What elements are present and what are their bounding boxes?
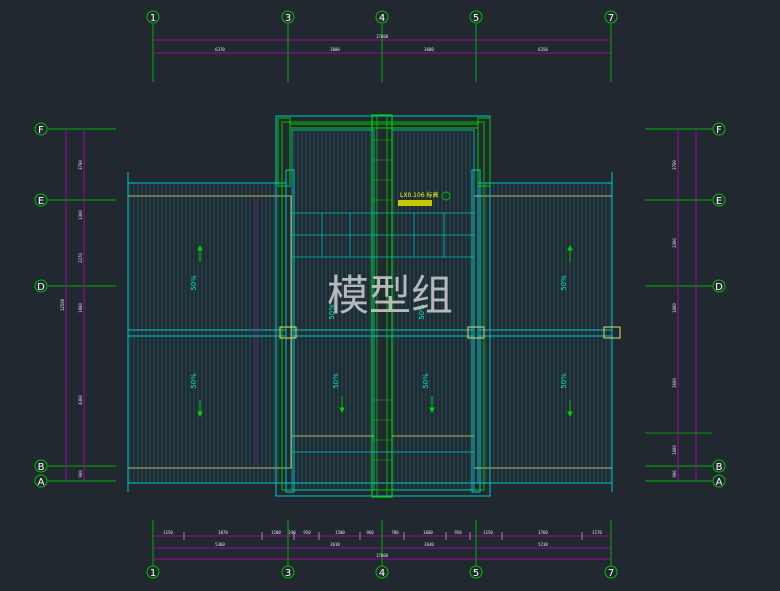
slope-label: 50% [328, 304, 336, 320]
bottom-dimension-lines [153, 535, 611, 560]
right-dim-3: 1800 [672, 303, 677, 313]
axis-label-1-bottom: 1 [150, 568, 156, 579]
top-total-dim: 17600 [376, 34, 389, 39]
bottom-dim: 1150 [163, 530, 173, 535]
bottom-total-dim: 17600 [376, 553, 389, 558]
bottom-dim: 1170 [592, 530, 602, 535]
axis-label-D: D [37, 282, 45, 293]
right-roof-block [473, 172, 613, 492]
left-dimension-lines [65, 129, 85, 481]
bottom-dim: 1100 [271, 530, 281, 535]
left-dimension-texts: 3700 1300 2270 1800 4300 900 12500 [60, 160, 83, 478]
bottom-mid-dim: 3610 [330, 542, 340, 547]
bottom-dim: 3070 [218, 530, 228, 535]
horizontal-axis-lines [48, 128, 712, 482]
slope-label: 50% [422, 373, 430, 389]
slope-labels: 50% 50% 50% 50% 50% 50% 50% 50% [190, 275, 568, 389]
bottom-dim: 960 [366, 530, 374, 535]
left-dim-6: 900 [78, 470, 83, 478]
left-dim-5: 4300 [78, 395, 83, 405]
bottom-dimension-texts: 1150 3070 1100 240 950 1500 960 780 1600… [163, 530, 602, 558]
axis-label-5: 5 [473, 13, 479, 24]
axis-label-D-right: D [715, 282, 723, 293]
right-dim-6: 900 [672, 470, 677, 478]
axis-label-B: B [38, 462, 45, 473]
axis-label-E-right: E [716, 196, 722, 207]
slope-label: 50% [190, 373, 198, 389]
bottom-dim: 240 [288, 530, 296, 535]
axis-label-7-bottom: 7 [608, 568, 614, 579]
right-dim-4: 3600 [672, 378, 677, 388]
left-dim-4: 1800 [78, 303, 83, 313]
right-dimension-texts: 3700 3300 1800 3600 1000 900 [672, 160, 677, 478]
top-dim-4: 6350 [538, 47, 548, 52]
axis-label-3-bottom: 3 [285, 568, 291, 579]
left-dim-total: 12500 [60, 298, 65, 311]
bottom-dim: 1500 [335, 530, 345, 535]
left-dim-3: 2270 [78, 253, 83, 263]
left-dim-2: 1300 [78, 210, 83, 220]
axis-label-4-bottom: 4 [379, 568, 385, 579]
top-axis-bubbles: 1 3 4 5 7 [146, 10, 618, 24]
top-dim-2: 3600 [330, 47, 340, 52]
right-dim-2: 3300 [672, 238, 677, 248]
slope-label: 50% [560, 373, 568, 389]
right-dimension-lines [677, 129, 697, 481]
left-axis-bubbles: F E D B A [34, 122, 48, 488]
slope-label: 50% [418, 304, 426, 320]
axis-label-4: 4 [379, 13, 385, 24]
bottom-dim: 3760 [538, 530, 548, 535]
top-dim-1: 6370 [215, 47, 225, 52]
slope-arrows [197, 244, 573, 418]
central-roof-block [275, 114, 492, 498]
watermark: 模型组 [327, 271, 453, 320]
bottom-mid-dim: 3640 [424, 542, 434, 547]
bottom-dim: 1600 [423, 530, 433, 535]
bottom-dim: 1150 [483, 530, 493, 535]
left-roof-block [127, 172, 292, 492]
bottom-mid-dim: 5360 [215, 542, 225, 547]
slope-label: 50% [560, 275, 568, 291]
bottom-dim: 780 [391, 530, 399, 535]
right-dim-1: 3700 [672, 160, 677, 170]
right-axis-bubbles: F E D B A [712, 122, 726, 488]
right-dim-5: 1000 [672, 445, 677, 455]
bottom-axis-bubbles: 1 3 4 5 7 [146, 565, 618, 579]
top-dimension-lines [153, 39, 611, 54]
axis-label-5-bottom: 5 [473, 568, 479, 579]
elevation-marker-icon [441, 191, 451, 201]
bottom-mid-dim: 5210 [538, 542, 548, 547]
left-dim-1: 3700 [78, 160, 83, 170]
slope-label: 50% [332, 373, 340, 389]
axis-label-E: E [38, 196, 44, 207]
top-dim-3: 3600 [424, 47, 434, 52]
elevation-note: LX0.106 标高 [400, 191, 439, 199]
axis-label-B-right: B [716, 462, 723, 473]
axis-label-A: A [38, 477, 45, 488]
axis-label-F-right: F [716, 125, 722, 136]
axis-label-F: F [38, 125, 44, 136]
bottom-dim: 950 [454, 530, 462, 535]
axis-label-A-right: A [716, 477, 723, 488]
elevation-note-tag [398, 200, 432, 206]
bottom-dimension-ticks [183, 532, 583, 540]
slope-label: 50% [190, 275, 198, 291]
axis-label-1: 1 [150, 13, 156, 24]
axis-label-7: 7 [608, 13, 614, 24]
axis-label-3: 3 [285, 13, 291, 24]
ridge-joints [279, 326, 621, 339]
central-column-hatch [372, 139, 392, 461]
bottom-dim: 950 [303, 530, 311, 535]
